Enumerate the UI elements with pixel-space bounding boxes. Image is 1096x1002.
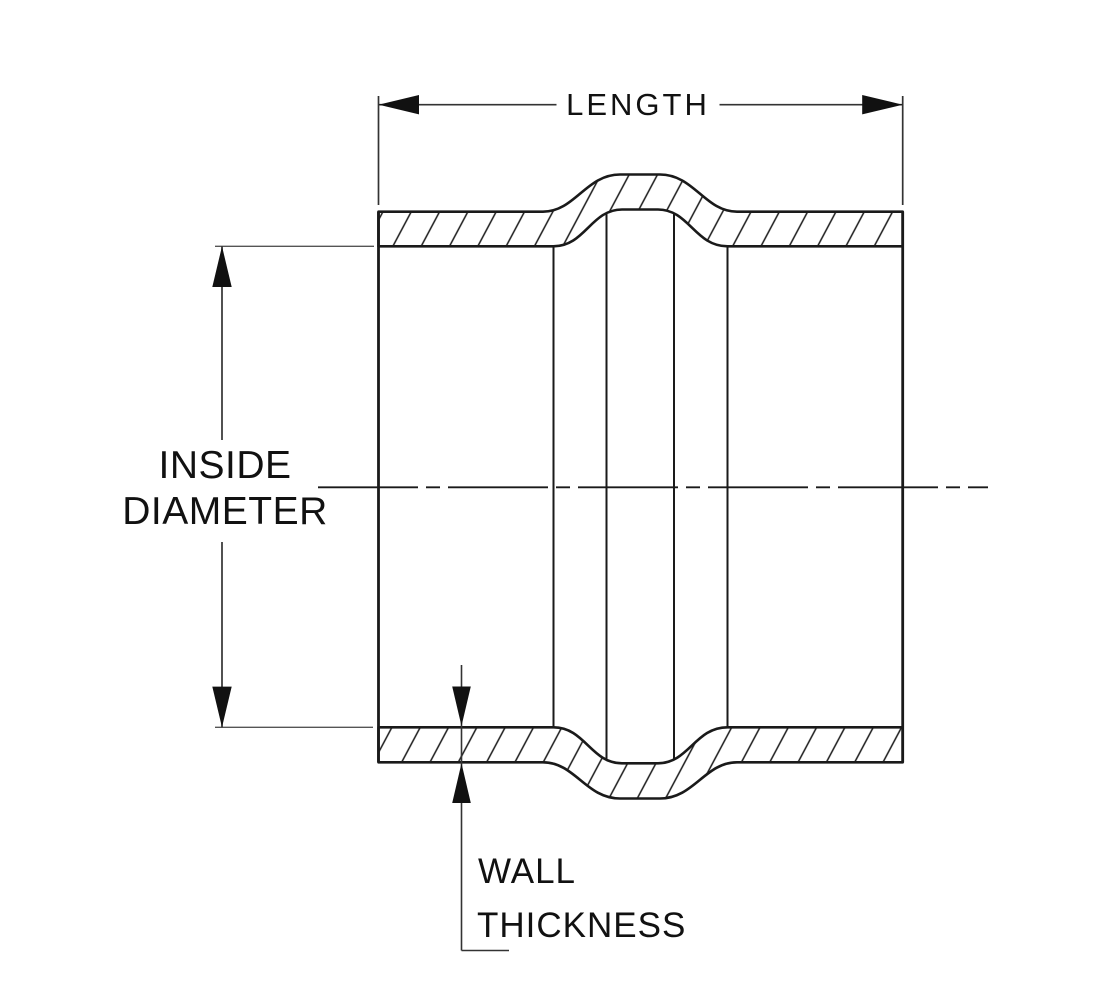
inside-diameter-label-line2: DIAMETER: [122, 490, 328, 533]
length-label: LENGTH: [566, 87, 710, 122]
top-wall-section: [377, 173, 904, 248]
inside-diameter-dimension: INSIDE DIAMETER: [122, 245, 374, 728]
wall-thickness-label-line2: THICKNESS: [477, 906, 686, 945]
wall-thickness-arrow-up-icon: [452, 763, 471, 803]
coupler-body: [318, 173, 988, 800]
bottom-wall-section: [377, 726, 904, 800]
inside-diameter-arrow-down-icon: [212, 686, 232, 728]
length-arrow-right-icon: [862, 95, 903, 115]
inside-diameter-arrow-up-icon: [212, 246, 232, 287]
wall-thickness-arrow-down-icon: [452, 686, 471, 726]
length-arrow-left-icon: [378, 95, 419, 115]
length-dimension: LENGTH: [377, 87, 904, 205]
wall-thickness-callout: WALL THICKNESS: [452, 665, 686, 952]
wall-thickness-label-line1: WALL: [478, 852, 576, 891]
inside-diameter-label-line1: INSIDE: [158, 444, 291, 487]
